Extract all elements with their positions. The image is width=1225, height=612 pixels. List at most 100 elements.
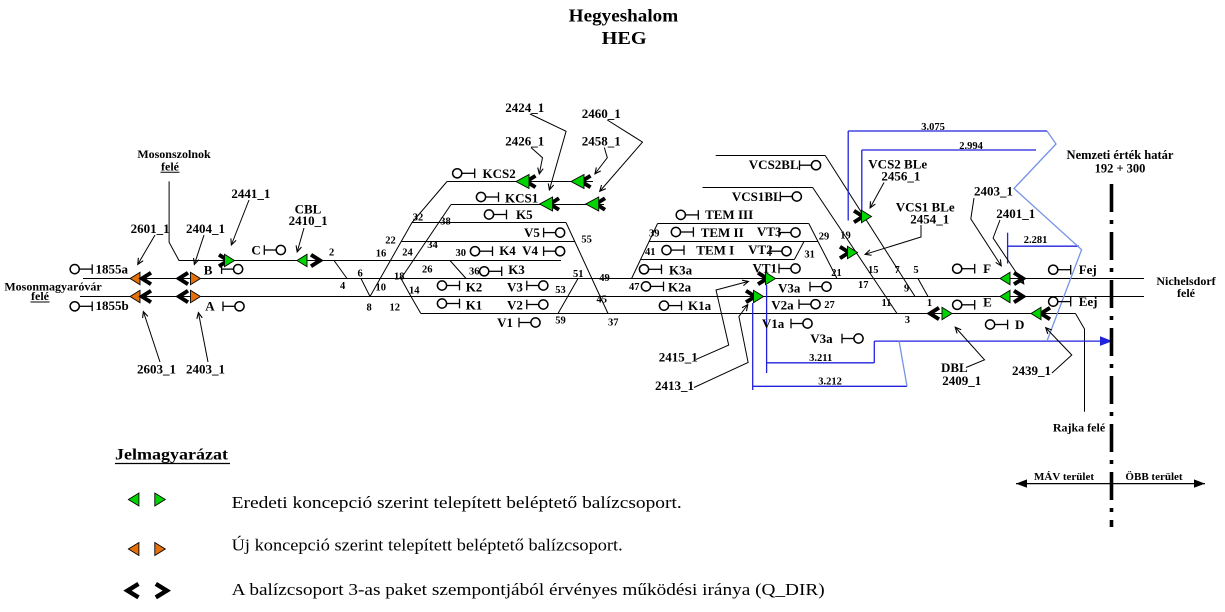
svg-text:26: 26 [422, 265, 433, 276]
svg-text:2403_1: 2403_1 [974, 184, 1013, 199]
svg-text:36: 36 [469, 266, 480, 277]
svg-text:F: F [983, 261, 991, 276]
svg-text:K1: K1 [466, 298, 483, 313]
svg-text:51: 51 [573, 269, 584, 280]
svg-text:K2: K2 [466, 280, 483, 295]
svg-text:59: 59 [555, 315, 566, 326]
svg-text:31: 31 [804, 249, 815, 260]
svg-text:D: D [1015, 317, 1024, 332]
svg-text:34: 34 [427, 240, 438, 251]
svg-text:VT1: VT1 [753, 261, 778, 276]
svg-text:V3: V3 [507, 280, 523, 295]
svg-text:V5: V5 [524, 225, 540, 240]
svg-text:2.994: 2.994 [959, 141, 983, 152]
svg-text:VCS1BL: VCS1BL [732, 189, 782, 204]
svg-text:27: 27 [824, 300, 835, 311]
svg-text:2424_1: 2424_1 [505, 100, 544, 115]
svg-text:C: C [251, 242, 260, 257]
svg-text:K3a: K3a [669, 263, 693, 278]
svg-text:5: 5 [913, 265, 918, 276]
svg-text:2458_1: 2458_1 [582, 134, 621, 149]
svg-text:3.211: 3.211 [809, 353, 832, 364]
svg-text:22: 22 [385, 236, 396, 247]
svg-text:17: 17 [858, 280, 869, 291]
svg-text:VCS2BL: VCS2BL [749, 157, 799, 172]
svg-text:3: 3 [905, 315, 910, 326]
svg-text:V1a: V1a [762, 316, 785, 331]
svg-text:7: 7 [895, 265, 900, 276]
svg-text:2403_1: 2403_1 [186, 362, 225, 377]
svg-text:2601_1: 2601_1 [131, 221, 170, 236]
svg-text:192 + 300: 192 + 300 [1095, 162, 1146, 176]
svg-text:6: 6 [358, 269, 363, 280]
svg-text:38: 38 [440, 216, 451, 227]
svg-text:3.212: 3.212 [818, 377, 842, 388]
svg-text:V2a: V2a [771, 298, 794, 313]
svg-text:39: 39 [649, 229, 660, 240]
svg-text:37: 37 [608, 318, 619, 329]
svg-text:15: 15 [868, 265, 879, 276]
svg-text:B: B [204, 263, 213, 278]
svg-text:K4: K4 [499, 243, 516, 258]
svg-text:Nemzeti érték határ: Nemzeti érték határ [1067, 148, 1174, 162]
svg-text:E: E [983, 295, 992, 310]
svg-text:2415_1: 2415_1 [659, 349, 698, 364]
svg-text:19: 19 [840, 231, 851, 242]
svg-text:2603_1: 2603_1 [137, 362, 176, 377]
svg-text:2401_1: 2401_1 [996, 206, 1035, 221]
svg-text:K2a: K2a [668, 280, 692, 295]
svg-text:K1a: K1a [688, 298, 712, 313]
svg-text:2404_1: 2404_1 [186, 221, 225, 236]
svg-text:K5: K5 [516, 207, 533, 222]
svg-text:2: 2 [329, 248, 334, 259]
svg-text:2456_1: 2456_1 [881, 169, 920, 184]
svg-text:V1: V1 [497, 315, 513, 330]
svg-text:55: 55 [581, 235, 592, 246]
svg-text:30: 30 [456, 248, 467, 259]
svg-text:V2: V2 [507, 298, 523, 313]
svg-text:49: 49 [599, 273, 610, 284]
svg-text:VCS1 BLe: VCS1 BLe [896, 199, 955, 214]
svg-text:Hegyeshalom: Hegyeshalom [569, 6, 679, 26]
svg-text:18: 18 [394, 272, 405, 283]
svg-text:12: 12 [390, 303, 401, 314]
svg-text:2426_1: 2426_1 [505, 134, 544, 149]
svg-text:21: 21 [831, 268, 842, 279]
svg-text:53: 53 [555, 285, 566, 296]
svg-text:10: 10 [376, 283, 387, 294]
svg-text:1855a: 1855a [96, 262, 129, 277]
svg-text:Eredeti koncepció szerint tele: Eredeti koncepció szerint telepített bel… [232, 493, 682, 512]
svg-text:felé: felé [31, 289, 50, 303]
svg-text:VT2: VT2 [748, 242, 773, 257]
svg-text:14: 14 [409, 286, 420, 297]
svg-text:2410_1: 2410_1 [289, 213, 328, 228]
svg-text:DBL: DBL [941, 360, 968, 375]
svg-text:Rajka felé: Rajka felé [1053, 421, 1106, 435]
svg-text:MÁV terület: MÁV terület [1034, 471, 1094, 483]
svg-text:45: 45 [597, 295, 608, 306]
svg-text:Jelmagyarázat: Jelmagyarázat [115, 447, 229, 464]
svg-text:V3a: V3a [810, 331, 833, 346]
svg-text:Fej: Fej [1079, 262, 1097, 277]
svg-text:41: 41 [645, 247, 656, 258]
svg-text:HEG: HEG [602, 28, 647, 48]
svg-text:felé: felé [1177, 286, 1196, 300]
svg-text:Új koncepció szerint telepítet: Új koncepció szerint telepített beléptet… [232, 536, 623, 555]
svg-text:VCS2 BLe: VCS2 BLe [868, 156, 927, 171]
svg-text:8: 8 [367, 303, 372, 314]
svg-text:TEM III: TEM III [705, 207, 753, 222]
svg-text:VT3: VT3 [757, 224, 782, 239]
svg-text:1: 1 [927, 298, 932, 309]
svg-text:2409_1: 2409_1 [942, 373, 981, 388]
svg-text:2439_1: 2439_1 [1012, 363, 1051, 378]
svg-text:24: 24 [402, 248, 413, 259]
svg-text:A: A [205, 298, 215, 313]
svg-text:16: 16 [376, 249, 387, 260]
svg-text:4: 4 [340, 281, 346, 292]
svg-text:9: 9 [904, 283, 909, 294]
svg-text:47: 47 [629, 282, 640, 293]
svg-text:2441_1: 2441_1 [231, 186, 270, 201]
svg-text:2.281: 2.281 [1024, 235, 1048, 246]
svg-text:V3a: V3a [778, 281, 801, 296]
svg-text:CBL: CBL [295, 202, 322, 217]
